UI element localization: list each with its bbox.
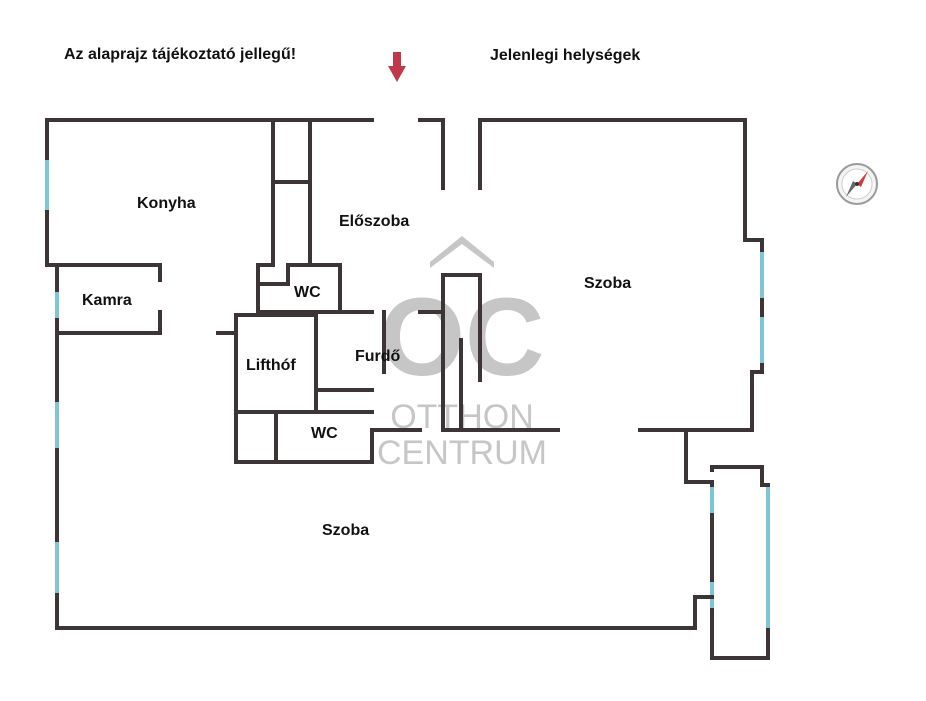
room-label-konyha: Konyha: [137, 195, 196, 212]
disclaimer-note: Az alaprajz tájékoztató jellegű!: [64, 46, 297, 63]
room-label-wc-upper: WC: [294, 284, 321, 301]
compass-icon: [836, 163, 878, 205]
room-label-szoba-main: Szoba: [322, 522, 369, 539]
walls: [45, 118, 770, 660]
current-rooms-note: Jelenlegi helységek: [490, 47, 641, 64]
watermark-line2: CENTRUM: [377, 434, 547, 472]
room-label-wc-lower: WC: [311, 425, 338, 442]
entrance-arrow-icon: [388, 52, 406, 82]
room-label-lifthof: Lifthóf: [246, 357, 296, 374]
windows: [45, 158, 770, 630]
room-label-furdo: Furdő: [355, 348, 401, 365]
room-label-szoba-right: Szoba: [584, 275, 631, 292]
watermark-roof-icon: [430, 236, 494, 268]
room-label-kamra: Kamra: [82, 292, 132, 309]
room-label-eloszoba: Előszoba: [339, 213, 409, 230]
